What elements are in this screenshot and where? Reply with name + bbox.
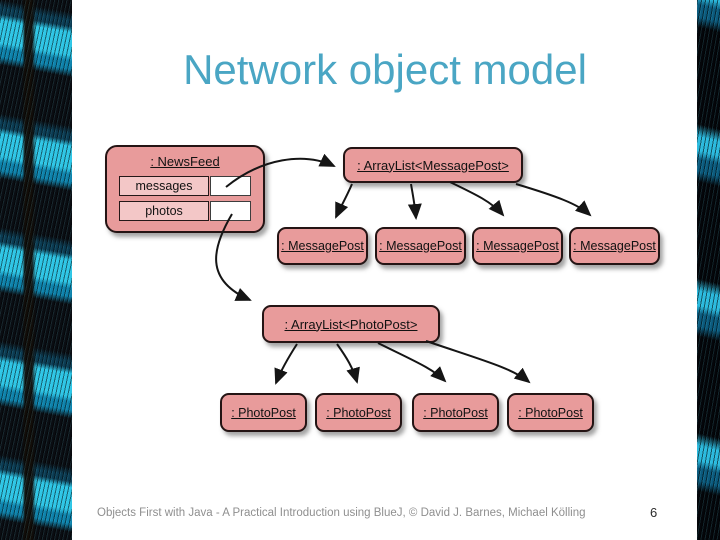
photopost-label-1: : PhotoPost [231, 405, 296, 420]
arrow-photolist-to-pp4 [425, 340, 531, 384]
field-label-messages: messages [119, 176, 209, 196]
messagepost-label-1: : MessagePost [281, 239, 364, 253]
page-number: 6 [650, 505, 658, 520]
arraylist-photopost-box: : ArrayList<PhotoPost> [262, 305, 440, 343]
photopost-box-4: : PhotoPost [507, 393, 594, 432]
messagepost-box-2: : MessagePost [375, 227, 466, 265]
slide-title: Network object model [183, 46, 587, 93]
messagepost-box-4: : MessagePost [569, 227, 660, 265]
photopost-box-3: : PhotoPost [412, 393, 499, 432]
newsfeed-object-box: : NewsFeed messages photos [105, 145, 265, 233]
arrow-messagelist-to-mp1 [335, 183, 353, 219]
newsfeed-title: : NewsFeed [150, 154, 220, 169]
messagepost-box-1: : MessagePost [277, 227, 368, 265]
photopost-label-3: : PhotoPost [423, 405, 488, 420]
arraylist-messagepost-box: : ArrayList<MessagePost> [343, 147, 523, 183]
feather-photo-left [0, 0, 72, 540]
photopost-label-4: : PhotoPost [518, 405, 583, 420]
messagepost-label-2: : MessagePost [379, 239, 462, 253]
field-label-photos: photos [119, 201, 209, 221]
arrow-photolist-to-pp1 [274, 343, 298, 385]
feather-photo-right [697, 0, 720, 540]
messages-value-slot [210, 176, 251, 196]
messagepost-box-3: : MessagePost [472, 227, 563, 265]
arrow-messagelist-to-mp4 [515, 183, 592, 217]
footer-credit: Objects First with Java - A Practical In… [97, 507, 586, 519]
photopost-box-1: : PhotoPost [220, 393, 307, 432]
arrow-messagelist-to-mp3 [449, 181, 505, 217]
photos-value-slot [210, 201, 251, 221]
arrow-messagelist-to-mp2 [407, 183, 422, 220]
arrow-photolist-to-pp2 [336, 343, 360, 384]
messagepost-label-3: : MessagePost [476, 239, 559, 253]
photopost-label-2: : PhotoPost [326, 405, 391, 420]
arraylist-messagepost-label: : ArrayList<MessagePost> [357, 157, 509, 173]
messagepost-label-4: : MessagePost [573, 239, 656, 253]
arraylist-photopost-label: : ArrayList<PhotoPost> [284, 316, 418, 332]
arrow-photolist-to-pp3 [377, 342, 447, 383]
photopost-box-2: : PhotoPost [315, 393, 402, 432]
